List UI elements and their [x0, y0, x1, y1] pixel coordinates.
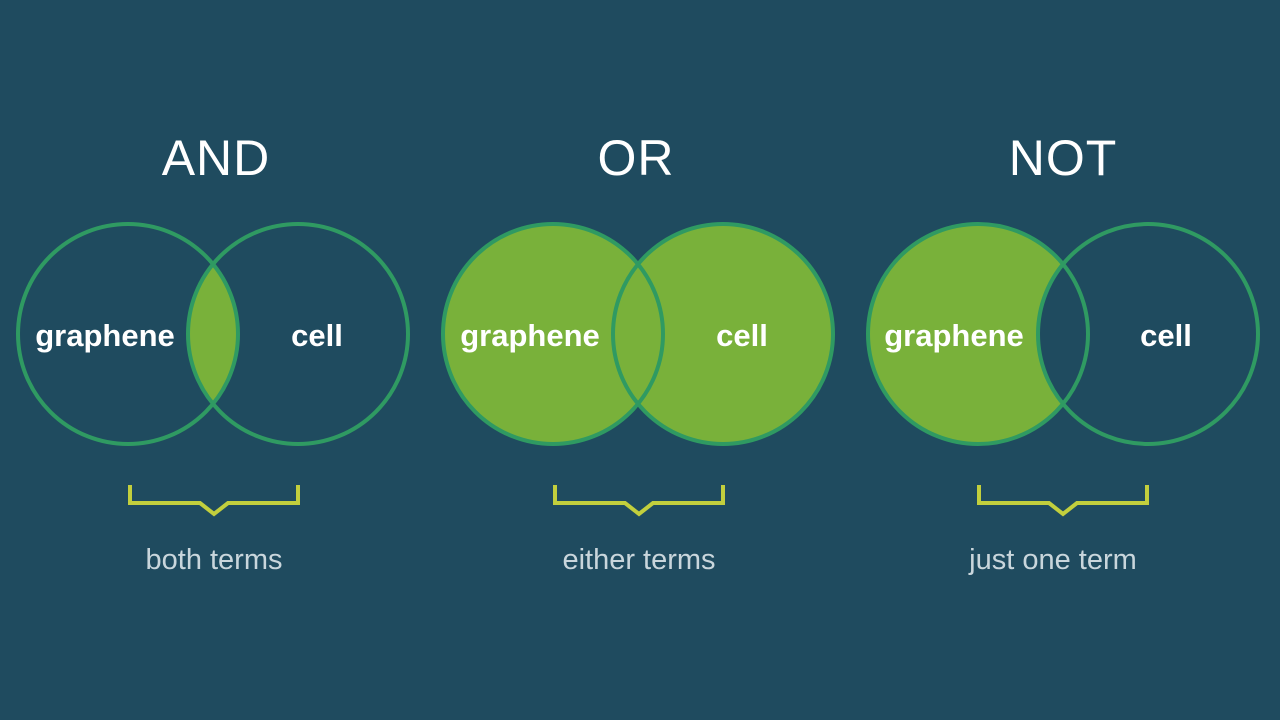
or-left-circle — [441, 222, 665, 446]
or-bracket — [553, 485, 725, 517]
and-caption: both terms — [145, 544, 283, 576]
and-right-term-label: cell — [291, 318, 343, 353]
and-right-circle — [186, 222, 410, 446]
or-caption: either terms — [562, 544, 716, 576]
and-venn — [16, 222, 410, 446]
not-right-term-label: cell — [1140, 318, 1192, 353]
or-title: OR — [597, 130, 675, 186]
and-left-circle — [16, 222, 240, 446]
not-caption: just one term — [969, 544, 1137, 576]
and-title: AND — [161, 130, 271, 186]
not-left-term-label: graphene — [884, 318, 1024, 353]
not-left-only-fill — [868, 224, 1088, 444]
or-right-circle — [611, 222, 835, 446]
not-title: NOT — [1008, 130, 1118, 186]
not-bracket — [977, 485, 1149, 517]
not-right-circle — [1036, 222, 1260, 446]
not-left-circle — [866, 222, 1090, 446]
and-left-term-label: graphene — [35, 318, 175, 353]
or-left-fill — [443, 224, 663, 444]
or-right-term-label: cell — [716, 318, 768, 353]
or-right-fill — [613, 224, 833, 444]
not-venn — [866, 222, 1260, 446]
and-bracket — [128, 485, 300, 517]
or-left-term-label: graphene — [460, 318, 600, 353]
or-venn — [441, 222, 835, 446]
